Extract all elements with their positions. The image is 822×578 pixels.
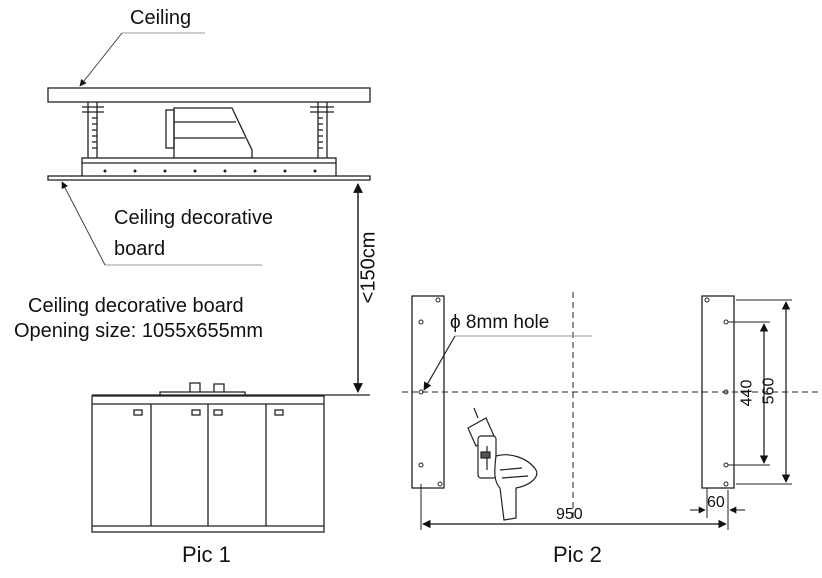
- lift-mechanism: [165, 107, 253, 159]
- cabinet: [91, 382, 325, 533]
- decorative-board-label-line2: board: [114, 238, 166, 260]
- plate-holes: [418, 297, 729, 487]
- pic1-leaders: [61, 32, 262, 266]
- decorative-board-label-line1: Ceiling decorative: [114, 207, 273, 229]
- outer-height-dimension-label: 560: [760, 377, 778, 405]
- drill-illustration: [467, 407, 538, 521]
- width-dimension-label: 950: [556, 506, 583, 523]
- left-mount-bracket: [82, 102, 104, 158]
- right-mount-bracket: [310, 102, 334, 158]
- opening-size-label: Opening size: 1055x655mm: [14, 320, 264, 342]
- pic2-caption: Pic 2: [553, 542, 602, 567]
- ceiling-label: Ceiling: [130, 7, 192, 29]
- opening-label-line1: Ceiling decorative board: [28, 295, 244, 317]
- pic1-figure: [47, 87, 371, 533]
- ceiling-decorative-board: [47, 175, 371, 181]
- inner-height-dimension-label: 440: [738, 379, 756, 407]
- hole-label: ϕ 8mm hole: [450, 312, 550, 333]
- lift-housing: [81, 157, 337, 179]
- ceiling-slab: [47, 87, 371, 103]
- bracket-width-dimension-label: 60: [707, 494, 725, 511]
- height-dimension-label: <150cm: [357, 231, 380, 304]
- pic1-caption: Pic 1: [182, 542, 231, 567]
